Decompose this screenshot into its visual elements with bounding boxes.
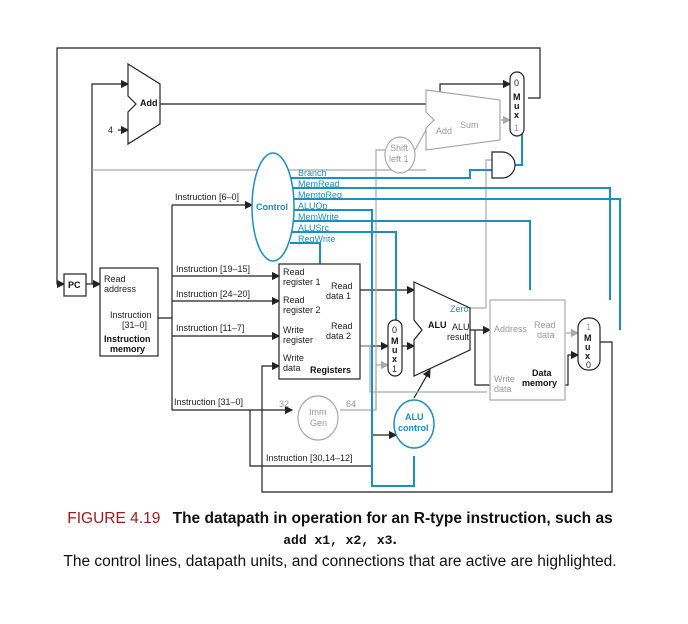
reg-read2-b: register 2 [283,305,321,315]
figure-caption: FIGURE 4.19 The datapath in operation fo… [60,508,620,572]
field-6-0: Instruction [6–0] [175,192,239,202]
field-19-15: Instruction [19–15] [176,264,250,274]
branch-adder-sum: Sum [460,120,479,130]
signal-aluop: ALUOp [298,201,328,211]
signal-memwrite: MemWrite [298,212,339,222]
signal-regwrite: RegWrite [298,234,335,244]
wb-mux-zero: 0 [586,360,591,370]
register-file: Read register 1 Read register 2 Write re… [278,263,361,380]
reg-rdata2-b: data 2 [326,331,351,341]
caption-code: add x1, x2, x3 [283,533,393,548]
reg-rdata1-b: data 1 [326,291,351,301]
reg-wdata-b: data [283,363,301,373]
alu-result-1: ALU [452,322,470,332]
alu-control: ALU control [393,399,435,449]
datapath-diagram: PC Add 4 Add Sum Shift left 1 0 M u x 1 … [56,47,621,493]
imem-name-1: Instruction [104,334,151,344]
pc-register: PC [63,273,87,297]
alusrc-mux-one: 1 [392,364,397,374]
field-11-7: Instruction [11–7] [176,323,244,333]
pc-mux-u: u [514,101,520,111]
reg-rdata2-a: Read [331,321,353,331]
control-label: Control [256,202,288,212]
branch-and-gate [491,151,516,179]
wb-mux-m: M [584,333,592,343]
dmem-name-2: memory [522,378,557,388]
imem-read-address-2: address [104,284,137,294]
data-memory: Address Read data Write data Data memory [489,299,566,401]
pc-label: PC [68,280,81,290]
caption-title: FIGURE 4.19 The datapath in operation fo… [60,508,620,551]
signal-memread: MemRead [298,179,340,189]
writeback-mux: 1 M u x 0 [577,317,601,371]
shift-left-line2: left 1 [389,154,409,164]
pc-mux: 0 M u x 1 [509,71,525,137]
reg-write-a: Write [283,325,304,335]
alu-control-line2: control [398,423,429,433]
alu: ALU Zero ALU result [413,281,471,377]
dmem-address: Address [494,324,528,334]
pc-mux-one: 1 [514,123,519,133]
pc-mux-x: x [514,110,519,120]
reg-write-b: register [283,335,313,345]
signal-memtoreg: MemtoReg [298,190,342,200]
dmem-write-1: Write [494,374,515,384]
alusrc-mux-zero: 0 [392,325,397,335]
dmem-read-2: data [537,330,555,340]
reg-read2-a: Read [283,295,305,305]
pc-mux-m: M [513,92,521,102]
reg-read1-a: Read [283,267,305,277]
pc-adder: Add 4 [108,62,161,146]
control-signal-labels: Branch MemRead MemtoReg ALUOp MemWrite A… [298,168,342,244]
field-30-14-12: Instruction [30,14–12] [266,453,353,463]
figure-number: FIGURE 4.19 [67,510,161,527]
imm-gen-line2: Gen [310,418,327,428]
alu-zero: Zero [450,304,469,314]
branch-adder: Add Sum [425,89,501,151]
reg-wdata-a: Write [283,353,304,363]
field-31-0: Instruction [31–0] [174,397,243,407]
shift-left-unit: Shift left 1 [384,136,416,174]
imem-instruction-1: Instruction [110,310,152,320]
shift-left-line1: Shift [390,143,409,153]
alu-result-2: result [447,332,470,342]
imem-name-2: memory [110,344,145,354]
alusrc-mux-m: M [391,336,399,346]
caption-description: The control lines, datapath units, and c… [63,553,617,570]
caption-title-text: The datapath in operation for an R-type … [172,510,613,527]
pc-adder-label: Add [140,98,158,108]
dmem-write-2: data [494,384,512,394]
wb-mux-u: u [585,342,591,352]
wb-mux-one: 1 [586,322,591,332]
signal-branch: Branch [298,168,327,178]
constant-four: 4 [108,125,113,135]
signal-alusrc: ALUSrc [298,223,330,233]
dmem-read-1: Read [534,320,556,330]
alusrc-mux-x: x [392,354,397,364]
registers-name: Registers [310,365,351,375]
reg-read1-b: register 1 [283,277,321,287]
alusrc-mux-u: u [392,345,398,355]
alusrc-mux: 0 M u x 1 [387,319,403,377]
alu-label: ALU [428,320,447,330]
imem-instruction-2: [31–0] [122,320,147,330]
branch-adder-label: Add [436,126,452,136]
alu-control-line1: ALU [405,412,424,422]
instruction-field-labels: Instruction [6–0] Instruction [19–15] In… [174,192,353,463]
imm-gen-in-bits: 32 [279,399,289,409]
dmem-name-1: Data [532,368,553,378]
wb-mux-x: x [585,351,590,361]
control-signal-lines [290,130,621,487]
imm-gen-line1: Imm [309,407,327,417]
imm-gen: Imm Gen 32 64 [279,395,356,441]
reg-rdata1-a: Read [331,281,353,291]
field-24-20: Instruction [24–20] [176,289,250,299]
control-unit: Control [251,152,295,262]
pc-mux-zero: 0 [514,78,519,88]
imem-read-address-1: Read [104,274,126,284]
caption-title-end: . [392,531,397,548]
instruction-memory: Read address Instruction [31–0] Instruct… [99,267,159,357]
imm-gen-out-bits: 64 [346,399,356,409]
